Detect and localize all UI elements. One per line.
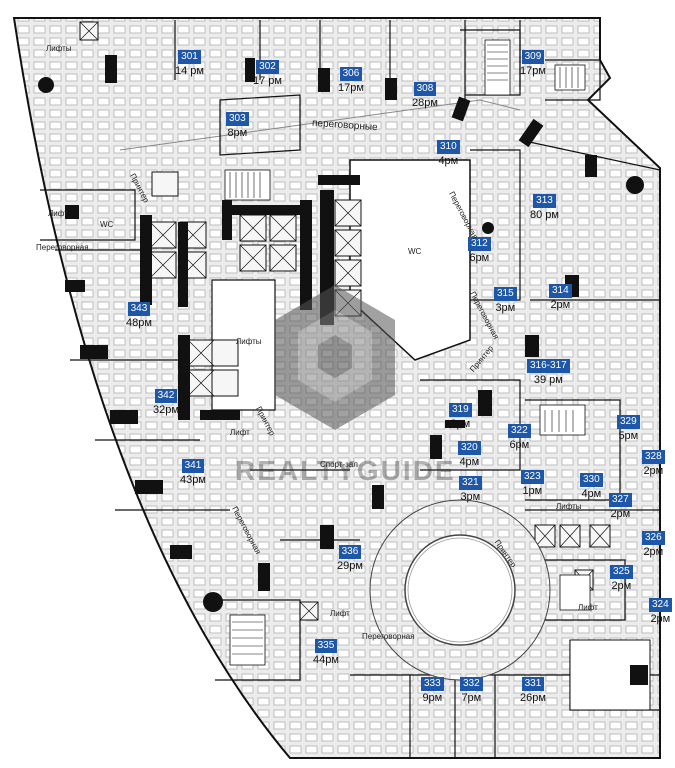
label-meeting-bottom: Переговорная xyxy=(362,632,415,641)
partitions xyxy=(40,20,661,758)
label-sport: Спорт-зал xyxy=(320,460,358,469)
label-wc-center: WC xyxy=(408,247,422,256)
atrium-inner xyxy=(404,534,516,646)
label-lifts-top: Лифты xyxy=(46,44,72,53)
columns xyxy=(65,55,597,591)
watermark-text: REALTYGUIDE xyxy=(235,455,456,486)
stairs xyxy=(224,39,591,666)
atrium-ring xyxy=(407,537,513,643)
label-lift-right: Лифт xyxy=(578,603,598,612)
label-lifts-right: Лифты xyxy=(556,502,582,511)
label-lift-left: Лифт xyxy=(48,209,68,218)
label-lift-bottom: Лифт xyxy=(330,609,350,618)
label-lift-small: Лифт xyxy=(230,428,250,437)
label-lifts-center: Лифты xyxy=(236,337,262,346)
watermark-logo xyxy=(275,285,395,430)
corridor-ring xyxy=(119,99,521,151)
label-wc-left: WC xyxy=(100,220,114,229)
label-meeting-left: Переговорная xyxy=(36,243,89,252)
